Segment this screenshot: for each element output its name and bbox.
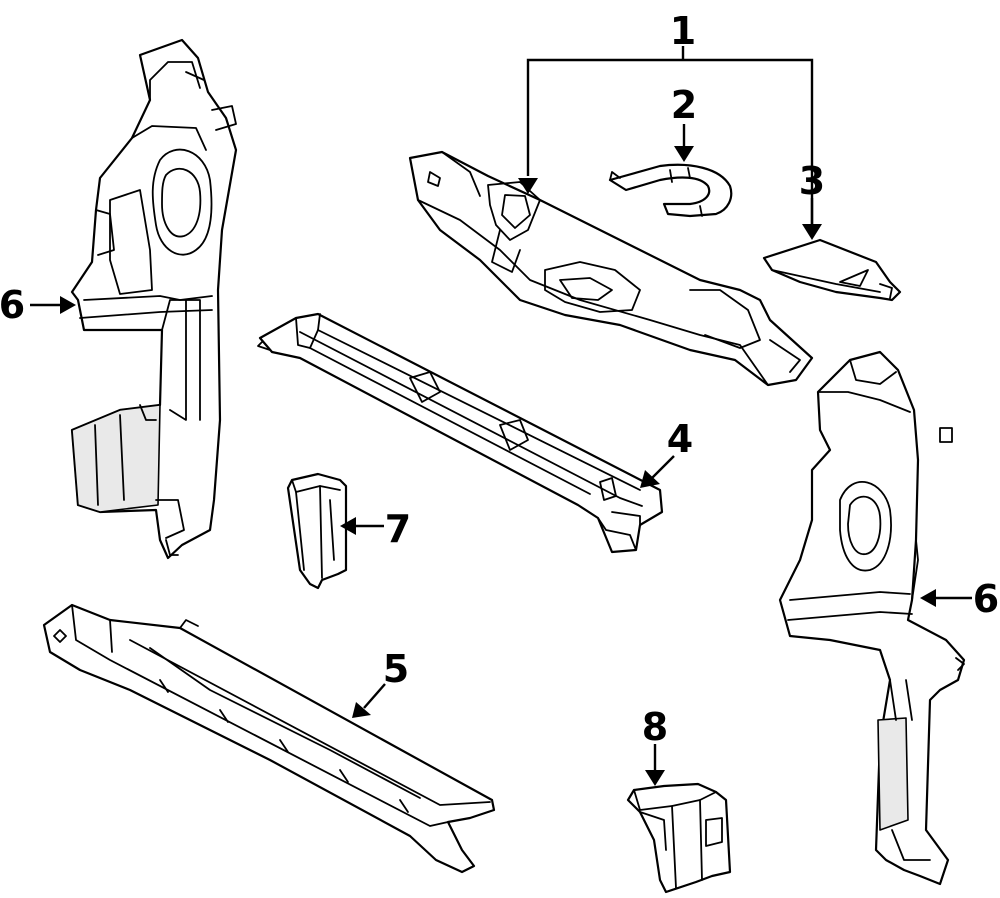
arrowhead-3 (802, 224, 822, 240)
arrowhead-6-right (920, 589, 936, 607)
part-4-support-beam (257, 312, 664, 554)
callout-5: 5 (383, 647, 409, 691)
part-5-lower-deflector (42, 603, 496, 874)
arrowhead-1 (518, 178, 538, 194)
arrowhead-6-left (60, 296, 76, 314)
part-6-right-air-guide (778, 350, 966, 886)
callout-4: 4 (667, 417, 693, 461)
arrowhead-4 (640, 470, 660, 488)
callout-1: 1 (670, 9, 696, 53)
part-7-bracket (286, 472, 348, 590)
callout-8: 8 (642, 705, 668, 749)
arrowhead-2 (674, 146, 694, 162)
part-8-duct (626, 782, 732, 894)
arrowhead-8 (645, 770, 665, 786)
part-2-clip (608, 163, 733, 218)
callout-7: 7 (385, 507, 411, 551)
part-3-panel (762, 238, 902, 302)
part-6-left-air-guide (70, 38, 238, 560)
callout-6-right: 6 (973, 577, 999, 621)
arrowhead-5 (352, 702, 371, 718)
arrowhead-7 (340, 517, 356, 535)
callout-labels: 1 2 3 4 5 6 6 7 8 (0, 9, 999, 749)
leader-lines (30, 46, 972, 772)
callout-2: 2 (671, 83, 697, 127)
part-1-upper-cover (408, 150, 814, 387)
callout-3: 3 (799, 159, 825, 203)
arrowheads (60, 146, 936, 786)
callout-6-left: 6 (0, 283, 25, 327)
